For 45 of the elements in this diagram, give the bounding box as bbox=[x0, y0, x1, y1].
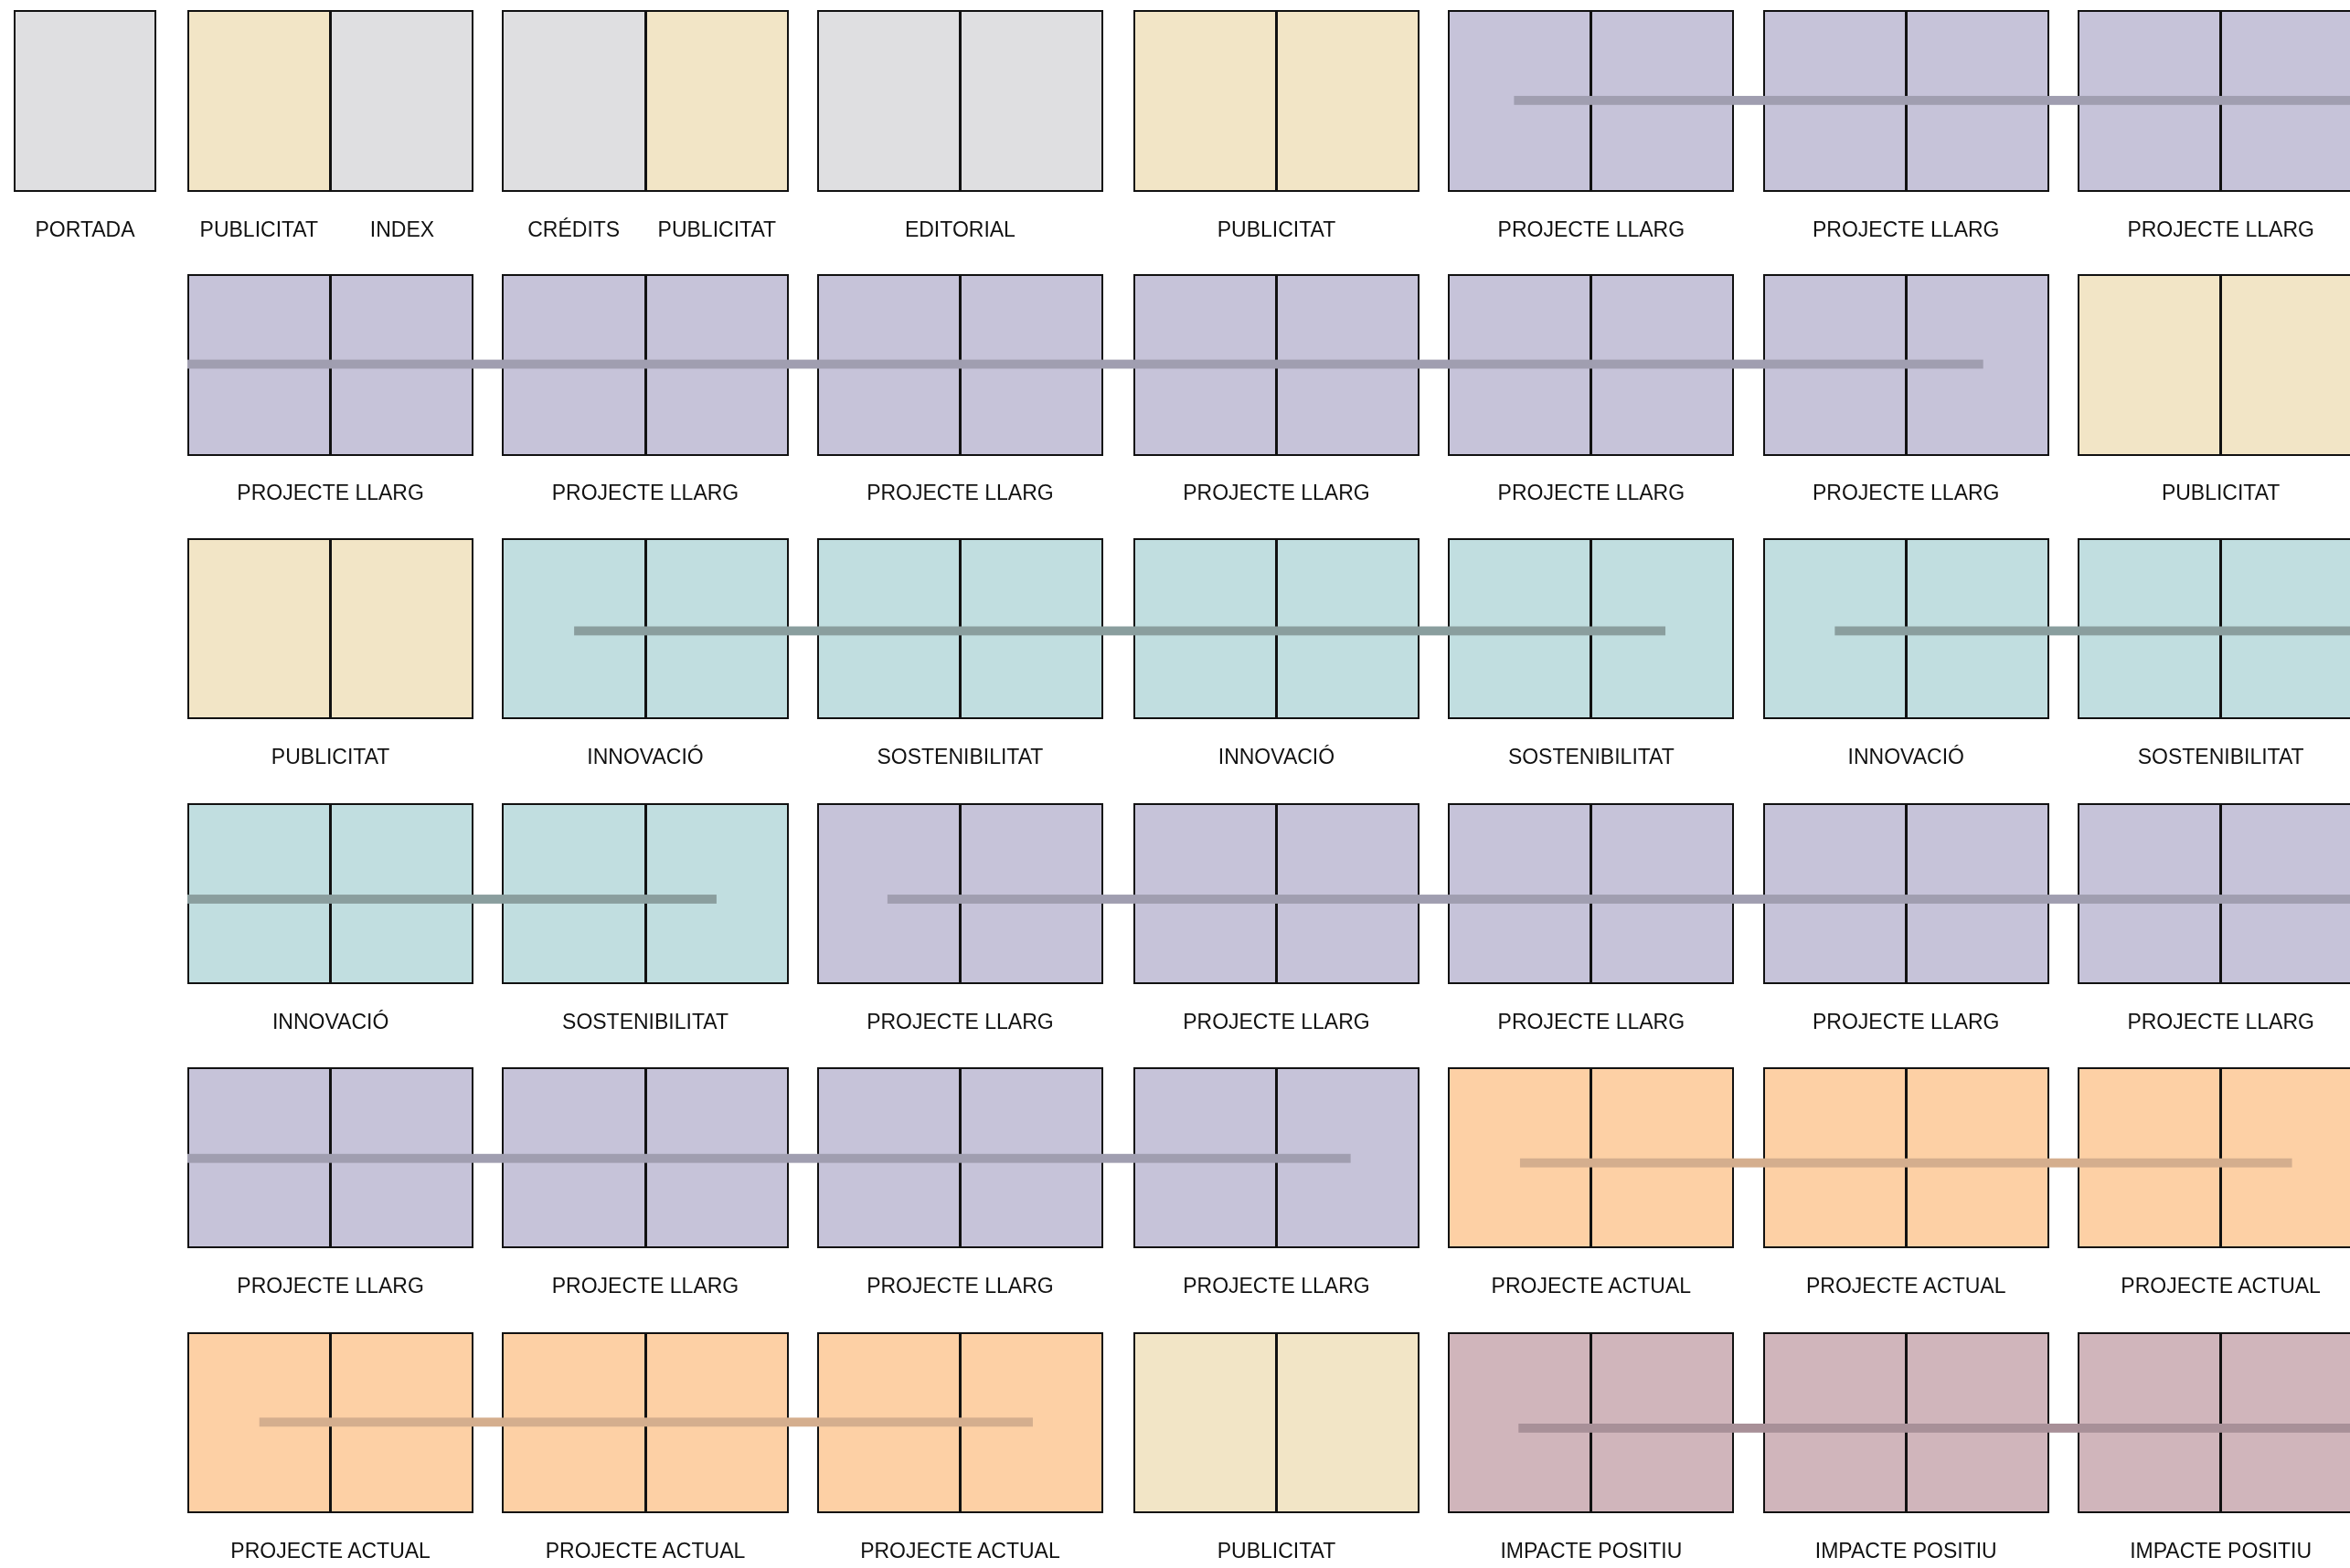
page-label: INNOVACIÓ bbox=[587, 745, 704, 770]
page-label: PROJECTE LLARG bbox=[1813, 481, 2000, 506]
page-label: PUBLICITAT bbox=[657, 217, 777, 242]
page-label: PUBLICITAT bbox=[1217, 217, 1336, 242]
page-label: PROJECTE LLARG bbox=[551, 1274, 739, 1298]
page-label: IMPACTE POSITIU bbox=[1814, 1539, 1997, 1564]
page-label: IMPACTE POSITIU bbox=[1500, 1539, 1683, 1564]
page-label: PROJECTE LLARG bbox=[1497, 481, 1685, 506]
page-label: SOSTENIBILITAT bbox=[562, 1010, 728, 1035]
page-label: PROJECTE LLARG bbox=[867, 481, 1054, 506]
page-label: PROJECTE LLARG bbox=[2127, 1010, 2314, 1035]
page-label: PROJECTE LLARG bbox=[1183, 1010, 1370, 1035]
page-label: PROJECTE ACTUAL bbox=[545, 1539, 746, 1564]
page-label: PROJECTE LLARG bbox=[1183, 481, 1370, 506]
page-label: PROJECTE ACTUAL bbox=[860, 1539, 1060, 1564]
page-label: PROJECTE ACTUAL bbox=[2121, 1274, 2321, 1298]
page-label: INNOVACIÓ bbox=[1218, 745, 1335, 770]
page-label: PROJECTE LLARG bbox=[1497, 217, 1685, 242]
page-label: PROJECTE LLARG bbox=[867, 1010, 1054, 1035]
page-label: PUBLICITAT bbox=[1217, 1539, 1336, 1564]
page-label: PROJECTE ACTUAL bbox=[230, 1539, 431, 1564]
page-label: SOSTENIBILITAT bbox=[2137, 745, 2304, 770]
page-label: PROJECTE LLARG bbox=[237, 1274, 424, 1298]
page-label: PROJECTE LLARG bbox=[551, 481, 739, 506]
page-label: SOSTENIBILITAT bbox=[877, 745, 1044, 770]
page-label: PROJECTE LLARG bbox=[867, 1274, 1054, 1298]
page-label: IMPACTE POSITIU bbox=[2130, 1539, 2313, 1564]
page-label: PROJECTE ACTUAL bbox=[1491, 1274, 1692, 1298]
page-label: INDEX bbox=[369, 217, 435, 242]
page-label: INNOVACIÓ bbox=[1847, 745, 1964, 770]
page-label: PROJECTE LLARG bbox=[1183, 1274, 1370, 1298]
page-label: PROJECTE LLARG bbox=[1813, 1010, 2000, 1035]
page-label: PROJECTE LLARG bbox=[2127, 217, 2314, 242]
page-label: PROJECTE LLARG bbox=[1813, 217, 2000, 242]
page-label: PUBLICITAT bbox=[271, 745, 390, 770]
page-label: PORTADA bbox=[35, 217, 135, 242]
page-label: INNOVACIÓ bbox=[271, 1010, 389, 1035]
page-label: PROJECTE ACTUAL bbox=[1805, 1274, 2006, 1298]
page-label: SOSTENIBILITAT bbox=[1507, 745, 1675, 770]
page-label: PROJECTE LLARG bbox=[237, 481, 424, 506]
page-label: PUBLICITAT bbox=[199, 217, 319, 242]
page-label: CRÉDITS bbox=[527, 217, 621, 242]
page-label: PUBLICITAT bbox=[2161, 481, 2281, 506]
page-label: EDITORIAL bbox=[904, 217, 1015, 242]
page-label: PROJECTE LLARG bbox=[1497, 1010, 1685, 1035]
